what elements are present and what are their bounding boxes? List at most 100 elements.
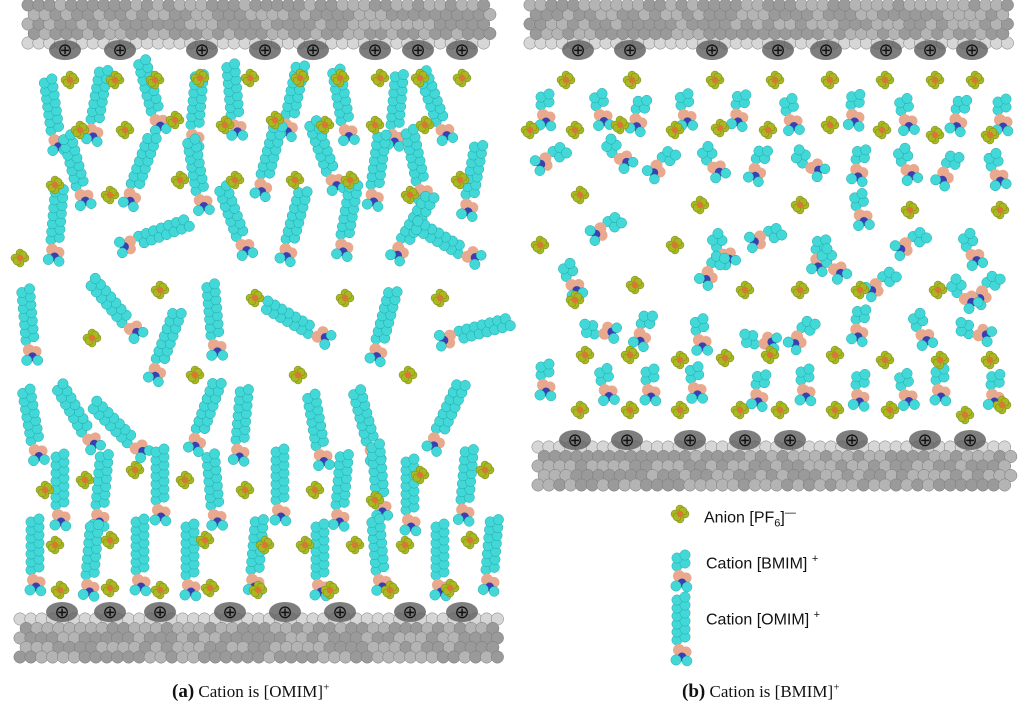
electrode-atom [382,650,396,664]
electrode-atom [990,0,1004,12]
electrode-atom [176,650,190,664]
electrode-atom [748,478,762,492]
electrode-atom [762,0,776,12]
cation-omim [269,443,292,527]
electrode-atom [564,478,578,492]
electrode-charge-site [810,40,842,60]
anion-pf6 [150,280,170,300]
electrode-atom [588,0,602,12]
electrode-atom [577,0,591,12]
cation-omim [87,395,155,464]
cation-omim [58,129,97,212]
electrode-atom [477,0,491,12]
electrode-atom [954,478,968,492]
electrode-atom [545,0,559,12]
anion-pf6 [610,115,630,135]
anion-pf6 [345,535,365,555]
legend-bmim-icon [670,549,693,593]
electrode-atom [979,0,993,12]
cation-bmim [958,227,989,271]
cation-bmim [529,142,572,176]
anion-pf6 [165,110,185,130]
caption-b: (b) Cation is [BMIM]+ [682,681,840,702]
positive-charge-symbol: ⊕ [102,602,117,623]
positive-charge-symbol: ⊕ [367,40,382,61]
electrode-charge-site [614,40,646,60]
electrode-atom [393,650,407,664]
electrode-atom [987,478,1001,492]
electrode-charge-site [94,602,126,622]
electrode-charge-site [674,430,706,450]
cation-bmim [893,142,924,186]
electrode-atom [241,650,255,664]
anion-pf6 [235,480,255,500]
positive-charge-symbol: ⊕ [622,40,637,61]
anion-pf6 [45,175,65,195]
electrode-charge-site [49,40,81,60]
cation-bmim [967,270,1006,311]
cation-omim [16,283,44,366]
electrode-charge-site [446,40,478,60]
anion-pf6 [705,70,725,90]
electrode-atom [697,0,711,12]
electrode-atom [925,0,938,12]
electrode-charge-site [46,602,78,622]
cation-bmim [579,318,622,344]
electrode-atom [783,0,797,12]
electrode-atom [349,650,363,664]
cation-bmim [534,358,557,402]
anion-pf6 [965,70,985,90]
cation-bmim [746,369,772,412]
anion-pf6 [760,345,780,365]
electrode-atom [292,0,306,12]
anion-pf6 [710,118,730,138]
electrode-atom [339,650,352,664]
cation-bmim [641,146,682,185]
anion-pf6 [100,578,120,598]
positive-charge-symbol: ⊕ [402,602,417,623]
electrode-atom [737,478,751,492]
electrode-atom [618,478,632,492]
anion-pf6 [440,578,460,598]
anion-pf6 [925,70,945,90]
electrode-atom [184,0,198,12]
electrode-atom [97,0,111,12]
electrode-charge-site [870,40,902,60]
cation-bmim [558,257,589,301]
cation-omim [49,448,72,532]
anion-pf6 [295,535,315,555]
electrode-atom [708,0,721,12]
positive-charge-symbol: ⊕ [194,40,209,61]
electrode-atom [13,650,27,664]
electrode-atom [436,650,450,664]
electrode-atom [824,478,838,492]
anion-pf6 [330,68,350,88]
anion-pf6 [200,578,220,598]
cation-bmim [639,363,662,407]
anion-pf6 [365,115,385,135]
positive-charge-symbol: ⊕ [410,40,425,61]
cation-bmim [674,88,699,131]
cation-bmim [816,243,853,285]
cation-bmim [689,313,714,356]
electrode-charge-site [249,40,281,60]
anion-pf6 [105,70,125,90]
cation-omim [149,443,172,527]
electrode-atom [566,0,580,12]
cation-bmim [782,315,821,356]
cation-omim [249,121,288,203]
anion-pf6 [305,480,325,500]
anion-pf6 [125,460,145,480]
electrode-atom [404,650,418,664]
legend-anion-label: Anion [PF6]— [704,507,796,530]
anion-pf6 [980,125,1000,145]
cation-omim [309,518,332,602]
positive-charge-symbol: ⊕ [682,430,697,451]
electrode-charge-site [696,40,728,60]
cation-omim [201,448,229,531]
electrode-atom [195,0,209,12]
electrode-atom [718,0,732,12]
anion-pf6 [992,395,1012,415]
electrode-atom [230,650,244,664]
anion-pf6 [430,288,450,308]
